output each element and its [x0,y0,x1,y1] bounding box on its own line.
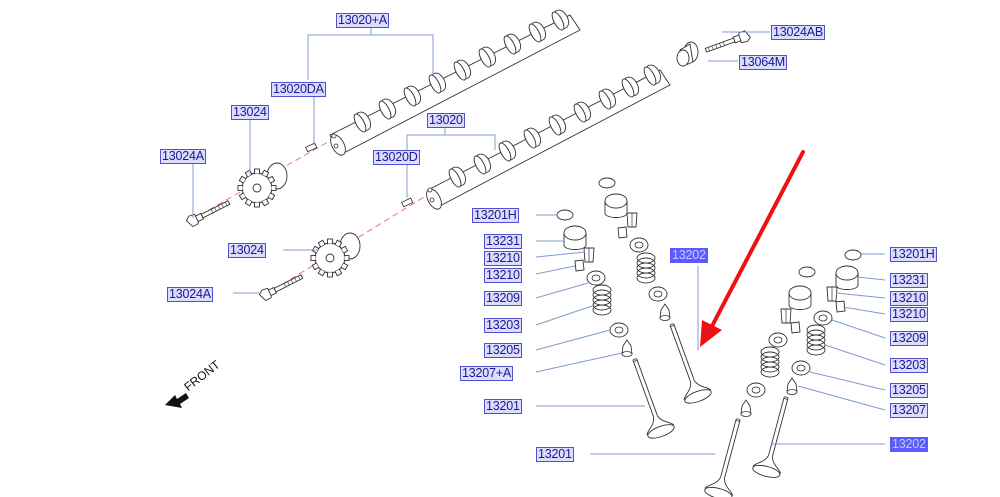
callout-13231-right[interactable]: 13231 [890,273,928,288]
callout-13024-upper[interactable]: 13024 [231,105,269,120]
callout-13020[interactable]: 13020 [427,113,465,128]
callout-13210-right-b[interactable]: 13210 [890,307,928,322]
callout-13209-left[interactable]: 13209 [484,291,522,306]
callout-13209-right[interactable]: 13209 [890,331,928,346]
callout-13201-left-b[interactable]: 13201 [536,447,574,462]
callout-13020da[interactable]: 13020DA [271,82,326,97]
callout-13207-plus-a[interactable]: 13207+A [460,366,513,381]
valve-stack-back [598,177,714,407]
sprocket-bolt-upper [184,196,232,229]
dowel-pin-upper [305,142,318,153]
sprocket-lower [310,232,361,278]
callout-13210-right-a[interactable]: 13210 [890,291,928,306]
callout-13201-left-a[interactable]: 13201 [484,399,522,414]
callout-13205-right[interactable]: 13205 [890,383,928,398]
exhaust-camshaft [426,62,671,210]
callout-13202-center[interactable]: 13202 [670,248,708,263]
callout-13205-left[interactable]: 13205 [484,343,522,358]
centerlines [199,137,433,296]
callout-13024-lower[interactable]: 13024 [228,243,266,258]
callout-13201h-left[interactable]: 13201H [472,208,519,223]
callout-13231-left[interactable]: 13231 [484,234,522,249]
valve-stack-right-front [751,249,862,481]
callout-13203-left[interactable]: 13203 [484,318,522,333]
callout-13210-left-a[interactable]: 13210 [484,251,522,266]
callout-13202-right[interactable]: 13202 [890,437,928,452]
callout-13064m[interactable]: 13064M [739,55,787,70]
callout-13203-right[interactable]: 13203 [890,358,928,373]
rear-bolt [703,29,752,57]
callout-13210-left-b[interactable]: 13210 [484,268,522,283]
leader-lines [192,27,886,455]
dowel-pin-lower [401,197,414,208]
callout-13020-plus-a[interactable]: 13020+A [336,13,389,28]
callout-13024a-lower[interactable]: 13024A [167,287,213,302]
callout-13207-right[interactable]: 13207 [890,403,928,418]
sprocket-upper [237,162,288,208]
intake-camshaft [329,7,581,156]
callout-13201h-right[interactable]: 13201H [890,247,937,262]
pointer-arrow [700,150,805,347]
sprocket-bolt-lower [257,270,305,303]
callout-13024ab[interactable]: 13024AB [771,25,826,40]
front-arrow-icon [165,393,189,408]
callout-13024a-upper[interactable]: 13024A [160,149,206,164]
callout-13020d[interactable]: 13020D [373,150,420,165]
camshaft-end-plug [676,41,699,67]
